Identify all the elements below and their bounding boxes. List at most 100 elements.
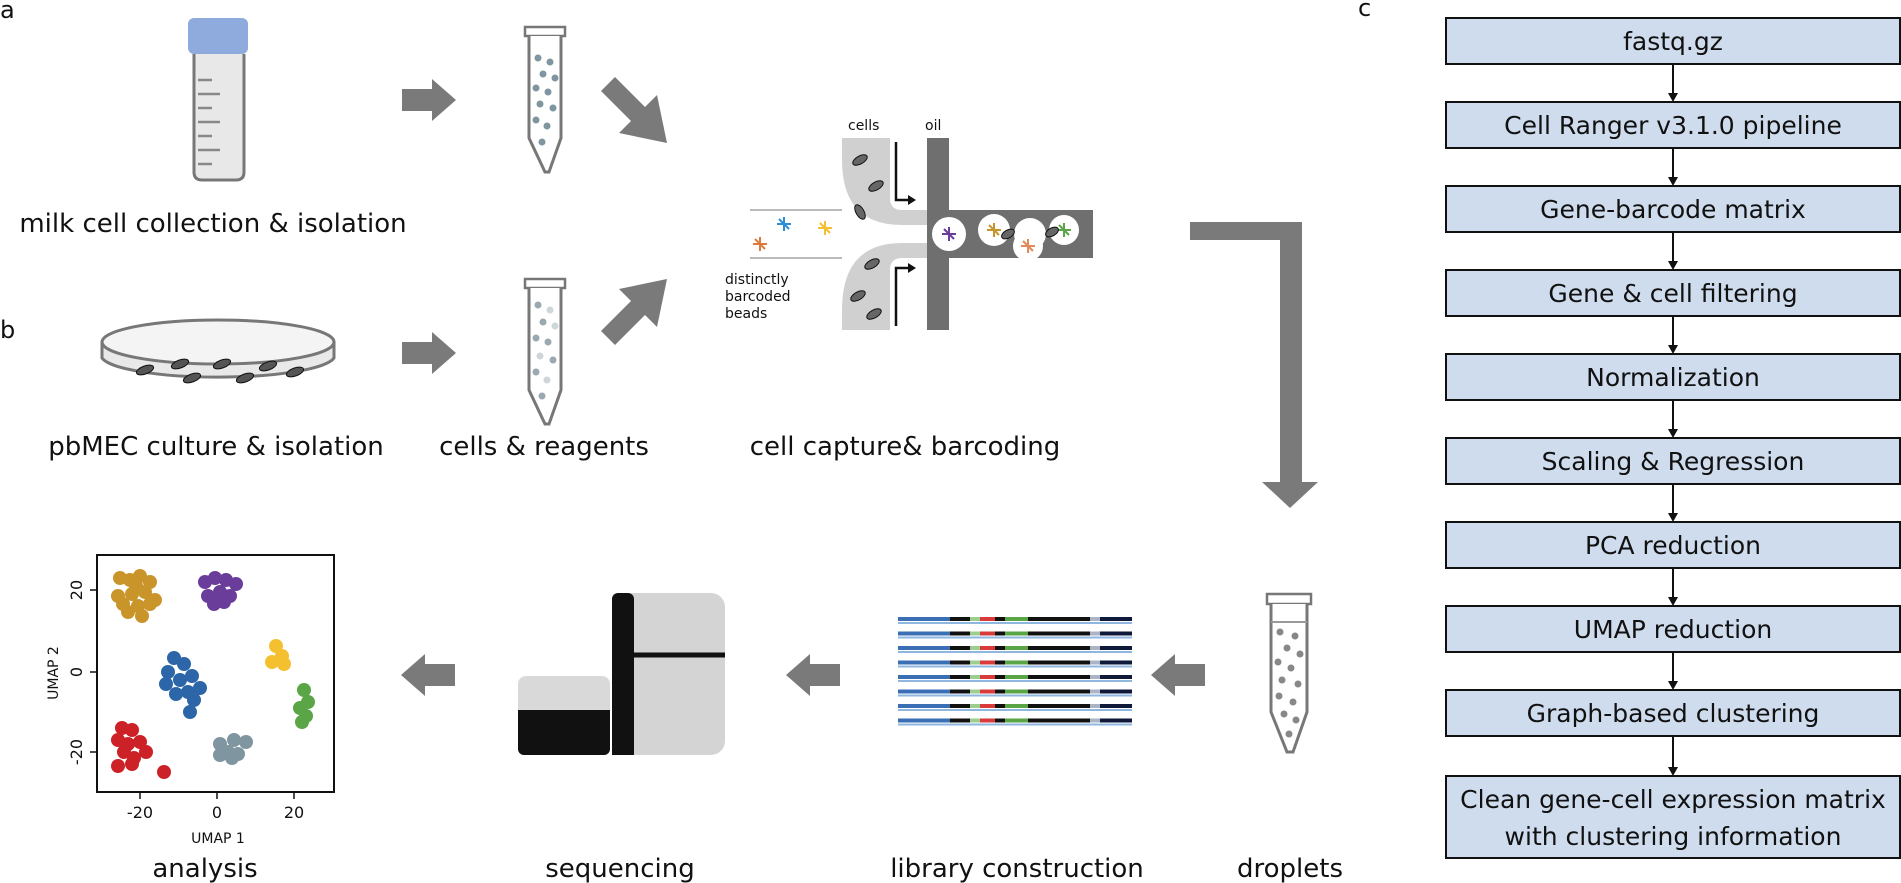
arrow-down-icon xyxy=(1668,767,1678,776)
conical-tube-icon xyxy=(523,277,567,426)
pipeline-step-label: Scaling & Regression xyxy=(1542,447,1805,476)
arrow-left-icon xyxy=(1151,654,1205,696)
droplet-tube-icon xyxy=(1265,592,1313,754)
umap-point xyxy=(139,745,153,759)
umap-point xyxy=(239,735,253,749)
arrow-diagonal-down-icon xyxy=(600,77,667,143)
pipeline-step-label: UMAP reduction xyxy=(1574,615,1772,644)
caption-milk: milk cell collection & isolation xyxy=(19,209,406,239)
caption-reagents: cells & reagents xyxy=(439,432,649,462)
umap-point xyxy=(129,579,143,593)
arrow-down-icon xyxy=(1668,345,1678,354)
arrow-diagonal-up-icon xyxy=(600,279,667,345)
umap-point xyxy=(116,597,130,611)
umap-point xyxy=(125,757,139,771)
umap-point xyxy=(265,655,279,669)
pipeline-step-label: Cell Ranger v3.1.0 pipeline xyxy=(1504,111,1842,140)
pipeline-step xyxy=(1445,605,1901,653)
umap-plot xyxy=(90,554,335,799)
caption-analysis: analysis xyxy=(152,854,257,883)
umap-point xyxy=(297,683,311,697)
petri-dish-icon xyxy=(100,318,336,384)
arrow-down-icon xyxy=(1668,513,1678,522)
umap-point xyxy=(227,733,241,747)
label-cells: cells xyxy=(848,118,879,134)
umap-point xyxy=(225,751,239,765)
pipeline-step-label: fastq.gz xyxy=(1623,27,1723,56)
umap-point xyxy=(295,715,309,729)
umap-ylabel: UMAP 2 xyxy=(46,646,62,700)
umap-point xyxy=(229,577,243,591)
pipeline-step-label: Normalization xyxy=(1586,363,1760,392)
collection-tube-icon xyxy=(188,18,248,182)
label-beads-2: barcoded xyxy=(725,289,791,305)
label-beads-1: distinctly xyxy=(725,272,789,288)
label-oil: oil xyxy=(925,118,941,134)
umap-point xyxy=(159,677,173,691)
caption-capture: cell capture& barcoding xyxy=(750,432,1061,462)
arrow-left-icon xyxy=(786,654,840,696)
pipeline-step-label: Gene & cell filtering xyxy=(1548,279,1797,308)
arrow-down-icon xyxy=(1668,681,1678,690)
panel-label-a: a xyxy=(0,0,15,24)
umap-point xyxy=(187,693,201,707)
pipeline-step xyxy=(1445,353,1901,401)
pipeline-final-line2: with clustering information xyxy=(1505,822,1842,851)
umap-point xyxy=(183,705,197,719)
umap-point xyxy=(169,687,183,701)
arrow-left-icon xyxy=(401,654,455,696)
panel-label-c: c xyxy=(1358,0,1371,22)
caption-library: library construction xyxy=(890,854,1144,883)
umap-point xyxy=(157,765,171,779)
arrow-down-icon xyxy=(1668,93,1678,102)
pipeline-step-label: Gene-barcode matrix xyxy=(1540,195,1806,224)
umap-point xyxy=(135,609,149,623)
pipeline-step-final xyxy=(1445,775,1901,859)
umap-ytick: -20 xyxy=(67,739,86,765)
umap-point xyxy=(161,665,175,679)
pipeline-step xyxy=(1445,185,1901,233)
umap-point xyxy=(208,571,222,585)
conical-tube-icon xyxy=(523,25,567,174)
pipeline-step xyxy=(1445,521,1901,569)
umap-xlabel: UMAP 1 xyxy=(191,831,245,847)
umap-point xyxy=(217,595,231,609)
caption-droplets: droplets xyxy=(1237,854,1343,883)
umap-point xyxy=(111,759,125,773)
arrow-right-icon xyxy=(402,332,456,374)
pipeline-step xyxy=(1445,17,1901,65)
umap-ytick: 0 xyxy=(67,667,86,677)
umap-point xyxy=(173,673,187,687)
arrow-elbow-down-icon xyxy=(1190,222,1318,508)
pipeline-step-label: PCA reduction xyxy=(1585,531,1761,560)
pipeline-step-label: Graph-based clustering xyxy=(1527,699,1820,728)
umap-point xyxy=(177,657,191,671)
panel-label-b: b xyxy=(0,316,15,344)
caption-pbmec: pbMEC culture & isolation xyxy=(48,432,384,462)
arrow-down-icon xyxy=(1668,597,1678,606)
umap-point xyxy=(193,681,207,695)
sequencer-icon xyxy=(518,593,725,755)
microfluidic-chip xyxy=(750,138,1093,330)
umap-ytick: 20 xyxy=(67,580,86,600)
pipeline-final-line1: Clean gene-cell expression matrix xyxy=(1460,785,1886,814)
umap-point xyxy=(185,669,199,683)
umap-xtick: 20 xyxy=(284,803,304,822)
umap-point xyxy=(277,657,291,671)
label-beads-3: beads xyxy=(725,306,767,322)
arrow-right-icon xyxy=(402,79,456,121)
umap-point xyxy=(213,748,227,762)
umap-point xyxy=(143,597,157,611)
pipeline-step xyxy=(1445,689,1901,737)
umap-xtick: 0 xyxy=(212,803,222,822)
pipeline-step xyxy=(1445,269,1901,317)
umap-xtick: -20 xyxy=(127,803,153,822)
arrow-down-icon xyxy=(1668,261,1678,270)
arrow-down-icon xyxy=(1668,429,1678,438)
library-reads-icon xyxy=(898,617,1132,726)
caption-sequencing: sequencing xyxy=(545,854,695,883)
arrow-down-icon xyxy=(1668,177,1678,186)
umap-point xyxy=(125,723,139,737)
